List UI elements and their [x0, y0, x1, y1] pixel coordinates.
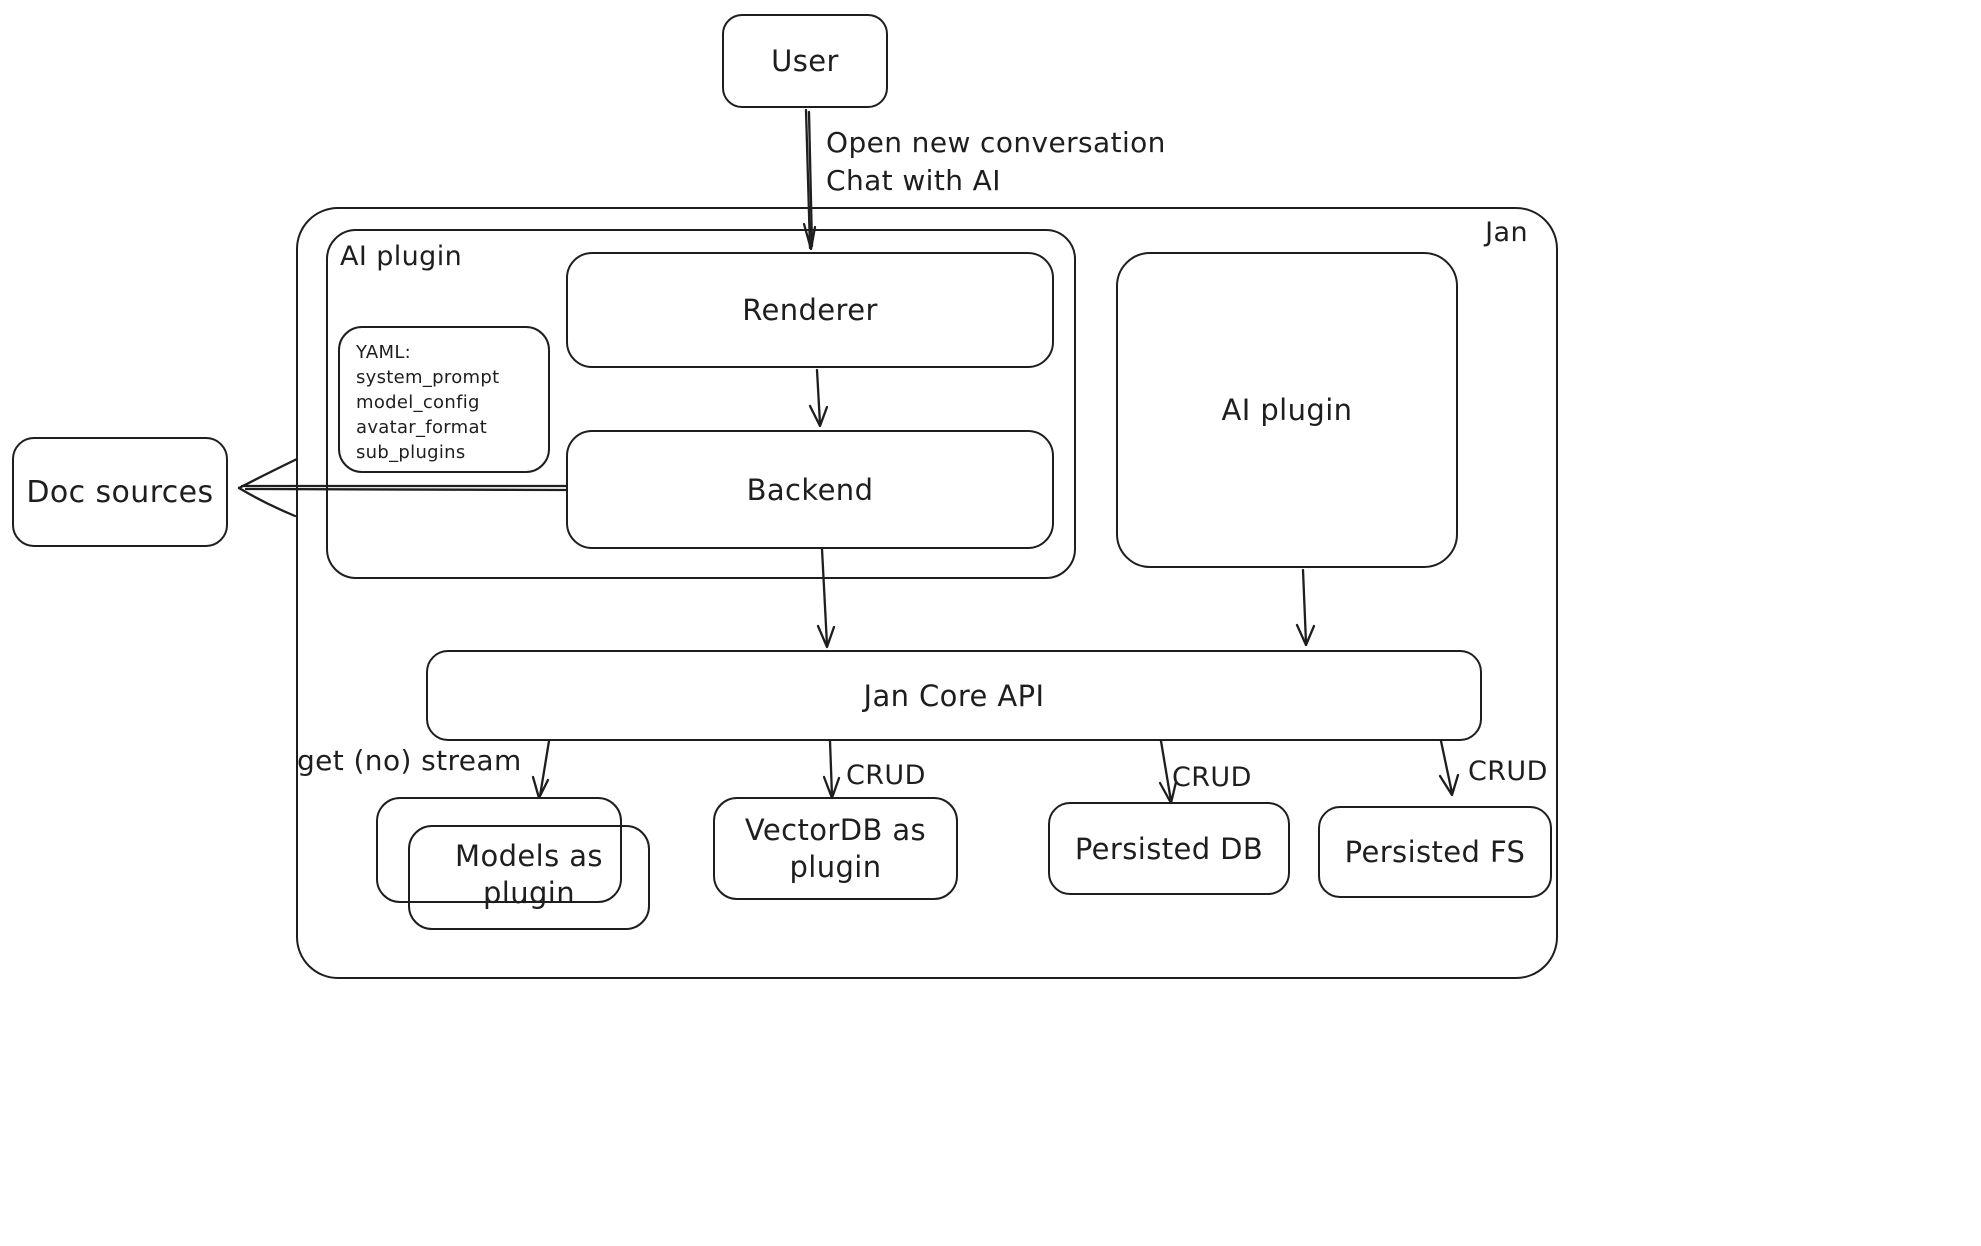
persisted-db-node-label: Persisted DB [1074, 831, 1264, 866]
crud-persisted-fs-label: CRUD [1468, 756, 1548, 787]
backend-node: Backend [566, 430, 1054, 549]
get-no-stream-label: get (no) stream [297, 744, 522, 777]
jan-container-label: Jan [1485, 217, 1528, 248]
jan-core-api-node-label: Jan Core API [863, 678, 1045, 713]
jan-container: Jan [296, 207, 1558, 979]
backend-node-label: Backend [746, 472, 874, 507]
yaml-note: YAML: system_prompt model_config avatar_… [338, 326, 550, 473]
yaml-note-line: system_prompt [356, 367, 500, 388]
vectordb-node: VectorDB as plugin [713, 797, 958, 900]
models-as-plugin-label: Models as plugin [455, 839, 603, 910]
persisted-fs-node-label: Persisted FS [1344, 835, 1526, 869]
yaml-note-line: sub_plugins [356, 442, 466, 463]
jan-core-api-node: Jan Core API [426, 650, 1482, 741]
yaml-note-line: avatar_format [356, 417, 488, 438]
ai-plugin-node-label: AI plugin [1221, 393, 1353, 427]
crud-vectordb-label: CRUD [846, 760, 926, 791]
persisted-fs-node: Persisted FS [1318, 806, 1552, 898]
doc-sources-node-label: Doc sources [26, 474, 214, 510]
user-arrow-label-line2: Chat with AI [826, 164, 1001, 197]
user-arrow-label: Open new conversation Chat with AI [826, 124, 1166, 200]
user-node: User [722, 14, 888, 108]
vectordb-node-label: VectorDB as plugin [744, 812, 927, 884]
persisted-db-node: Persisted DB [1048, 802, 1290, 895]
ai-plugin-node: AI plugin [1116, 252, 1458, 568]
user-node-label: User [771, 44, 839, 78]
yaml-note-line: model_config [356, 392, 480, 413]
ai-plugin-container-label: AI plugin [340, 241, 463, 272]
models-as-plugin-node [408, 825, 650, 930]
crud-persisted-db-label: CRUD [1172, 762, 1252, 793]
doc-sources-node: Doc sources [12, 437, 228, 547]
yaml-note-line: YAML: [356, 342, 412, 363]
user-arrow-label-line1: Open new conversation [826, 126, 1166, 159]
ai-plugin-container: AI plugin [326, 229, 1076, 579]
models-as-plugin-back-box [376, 797, 622, 903]
renderer-node-label: Renderer [742, 293, 878, 327]
renderer-node: Renderer [566, 252, 1054, 368]
